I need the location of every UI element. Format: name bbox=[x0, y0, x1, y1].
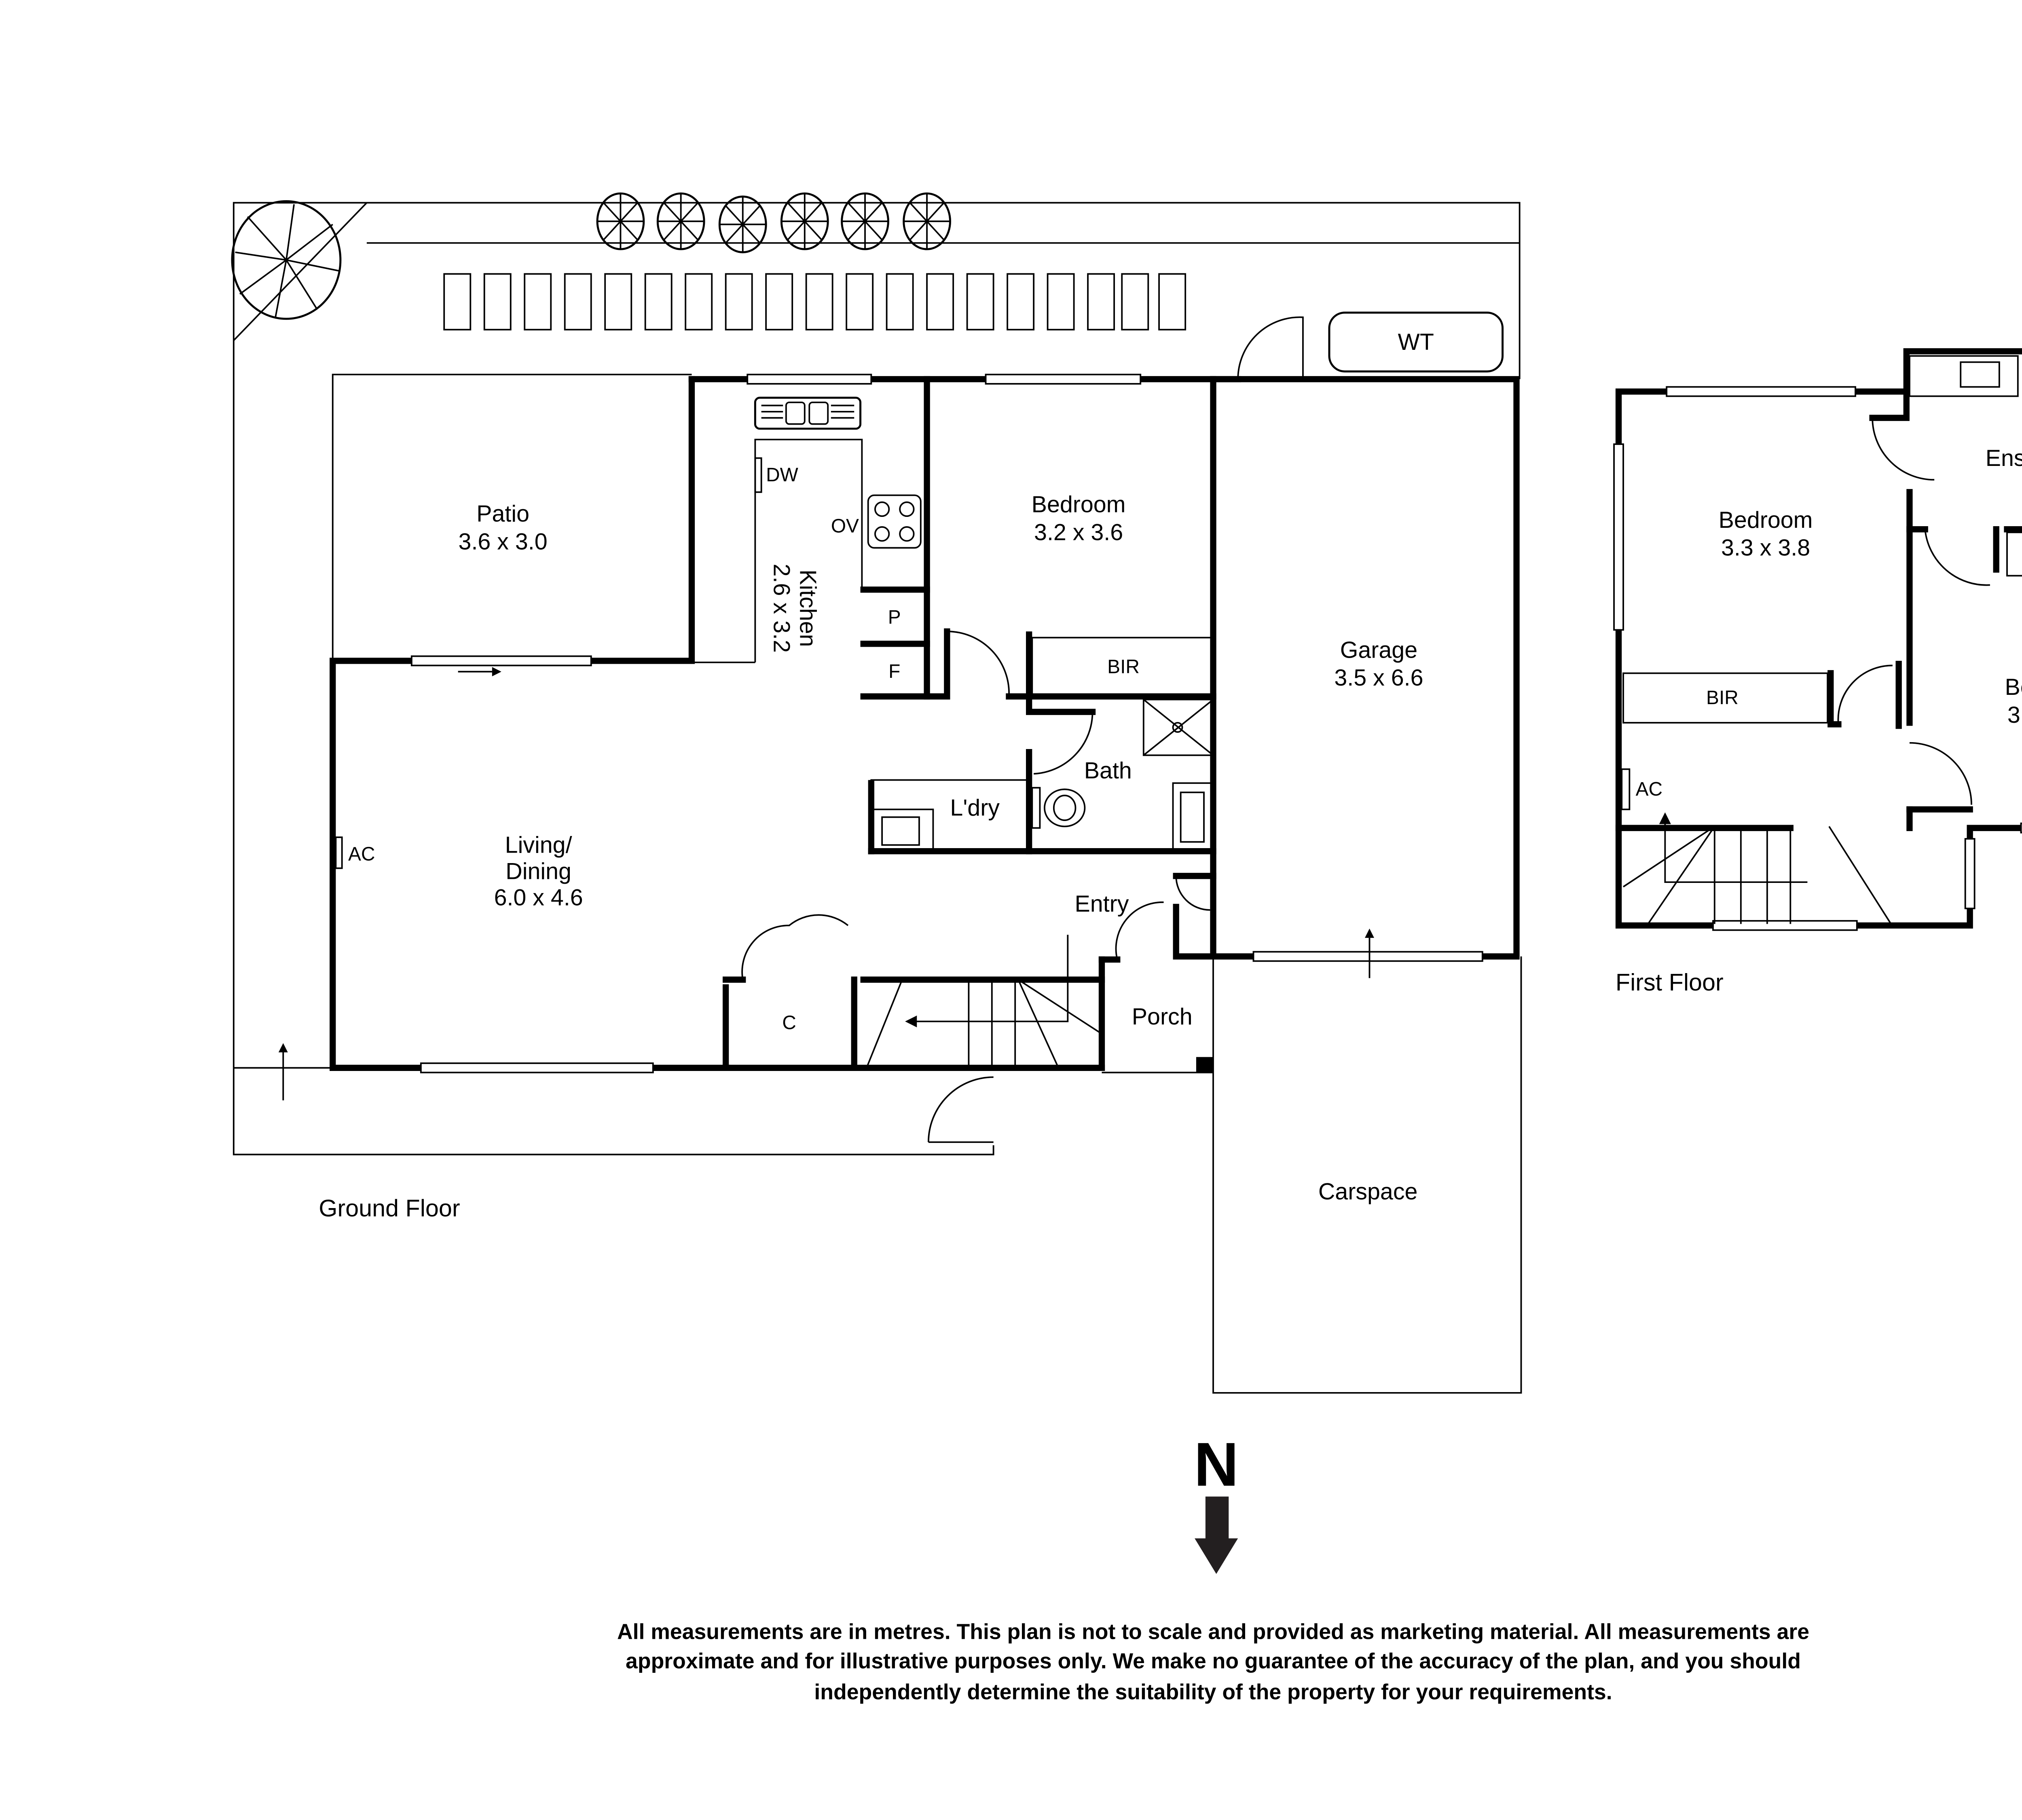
first-floor: BIR BIR AC Bedroom 3.3 x 3.8 Ens Bedroom… bbox=[1613, 348, 2022, 996]
vanity-icon bbox=[1172, 782, 1214, 852]
stair-icon bbox=[866, 935, 1102, 1069]
svg-text:AC: AC bbox=[348, 844, 375, 865]
svg-text:Dining: Dining bbox=[506, 858, 571, 884]
laundry-tub-icon bbox=[870, 779, 1030, 852]
shrub-icon bbox=[903, 192, 951, 250]
svg-text:approximate and for illustrati: approximate and for illustrative purpose… bbox=[626, 1649, 1801, 1673]
shower-icon bbox=[1142, 698, 1214, 756]
shrub-icon bbox=[780, 192, 829, 250]
svg-text:BIR: BIR bbox=[1107, 656, 1140, 678]
svg-text:Ens: Ens bbox=[1986, 445, 2022, 471]
room-labels: Bedroom 3.3 x 3.8 Ens Bedroom 3.0 x 3.5 bbox=[1719, 445, 2022, 728]
svg-text:Patio: Patio bbox=[476, 501, 529, 527]
svg-text:DW: DW bbox=[766, 464, 798, 486]
windows bbox=[1613, 386, 2022, 931]
kitchen-fixtures: DW OV P F bbox=[692, 396, 922, 682]
cooktop-icon bbox=[867, 494, 922, 549]
svg-text:F: F bbox=[888, 661, 900, 682]
svg-text:Porch: Porch bbox=[1132, 1004, 1193, 1030]
svg-text:3.0 x 3.5: 3.0 x 3.5 bbox=[2007, 702, 2022, 728]
svg-text:C: C bbox=[782, 1012, 796, 1034]
pavers bbox=[443, 273, 1187, 330]
north-arrow-icon: N bbox=[1194, 1430, 1239, 1574]
tree-icon bbox=[231, 200, 342, 320]
svg-text:3.2 x 3.6: 3.2 x 3.6 bbox=[1034, 519, 1123, 545]
shrub-icon bbox=[596, 192, 645, 250]
toilet-icon bbox=[1031, 787, 1086, 829]
svg-text:Carspace: Carspace bbox=[1318, 1179, 1418, 1205]
stair-icon bbox=[1622, 812, 1892, 925]
svg-text:P: P bbox=[888, 607, 901, 628]
ac-unit bbox=[335, 836, 343, 869]
first-floor-title: First Floor bbox=[1616, 969, 1724, 996]
room-labels: Patio 3.6 x 3.0 Kitchen 2.6 x 3.2 Bedroo… bbox=[459, 492, 1423, 1205]
shrub-row bbox=[596, 192, 951, 254]
svg-text:L'dry: L'dry bbox=[950, 795, 1000, 821]
disclaimer: All measurements are in metres. This pla… bbox=[617, 1620, 1809, 1704]
svg-text:Kitchen: Kitchen bbox=[795, 569, 821, 647]
arrow-icon bbox=[278, 667, 1374, 1100]
shrub-icon bbox=[718, 195, 767, 254]
doors[interactable] bbox=[1837, 418, 1990, 805]
svg-text:All measurements are in metres: All measurements are in metres. This pla… bbox=[617, 1620, 1809, 1644]
water-tank: WT bbox=[1328, 311, 1504, 372]
ground-floor: WT bbox=[231, 192, 1522, 1394]
svg-text:3.6 x 3.0: 3.6 x 3.0 bbox=[459, 529, 548, 554]
svg-text:2.6 x 3.2: 2.6 x 3.2 bbox=[768, 564, 794, 653]
bedroom-fixtures: BIR AC bbox=[1621, 672, 1829, 811]
svg-text:Bedroom: Bedroom bbox=[1032, 492, 1126, 518]
ground-floor-title: Ground Floor bbox=[319, 1195, 460, 1222]
svg-text:Bedroom: Bedroom bbox=[2005, 674, 2022, 700]
svg-text:Living/: Living/ bbox=[505, 832, 572, 858]
svg-text:3.5 x 6.6: 3.5 x 6.6 bbox=[1334, 665, 1423, 691]
svg-text:BIR: BIR bbox=[1706, 687, 1739, 709]
site-boundary bbox=[233, 202, 1521, 1155]
shrub-icon bbox=[656, 192, 705, 250]
svg-text:Bath: Bath bbox=[1084, 758, 1132, 784]
walls bbox=[1615, 348, 2022, 929]
svg-text:Bedroom: Bedroom bbox=[1719, 507, 1813, 533]
windows bbox=[410, 374, 1483, 1073]
svg-text:independently determine the su: independently determine the suitability … bbox=[814, 1680, 1612, 1704]
svg-text:N: N bbox=[1194, 1430, 1239, 1499]
walls bbox=[330, 376, 1520, 1071]
sink-icon bbox=[754, 396, 862, 430]
bedroom-fixtures: BIR bbox=[870, 637, 1214, 852]
svg-text:OV: OV bbox=[831, 515, 859, 537]
shrub-icon bbox=[841, 192, 889, 250]
patio-outline bbox=[332, 374, 692, 661]
svg-text:Entry: Entry bbox=[1075, 891, 1129, 917]
carspace-outline bbox=[1102, 956, 1522, 1394]
doors[interactable] bbox=[741, 316, 1304, 1143]
svg-text:6.0 x 4.6: 6.0 x 4.6 bbox=[494, 885, 583, 911]
svg-text:Garage: Garage bbox=[1340, 637, 1417, 663]
svg-text:AC: AC bbox=[1636, 779, 1662, 800]
ensuite-fixtures: BIR bbox=[1909, 355, 2022, 577]
svg-text:WT: WT bbox=[1398, 329, 1434, 355]
svg-text:3.3 x 3.8: 3.3 x 3.8 bbox=[1721, 535, 1810, 561]
